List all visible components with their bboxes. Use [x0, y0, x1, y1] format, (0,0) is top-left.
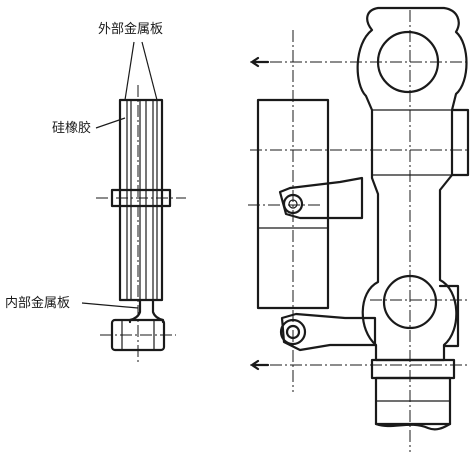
- bottom-clamp-cap: [370, 358, 456, 380]
- label-inner-metal-plate: 内部金属板: [5, 296, 71, 311]
- label-silicone-rubber: 硅橡胶: [52, 121, 92, 136]
- upper-pivot-inner: [288, 199, 298, 209]
- lower-pivot-inner: [285, 324, 301, 340]
- leader-silicone-rubber: [95, 117, 126, 129]
- leader-inner-plate: [81, 302, 139, 309]
- bottom-eye-bore: [382, 274, 438, 330]
- leader-outer-plate-left: [124, 41, 135, 101]
- upper-link-arm: [278, 176, 364, 220]
- inner-plate-tongue: [128, 298, 165, 324]
- top-eye-bore: [376, 30, 440, 94]
- arrow-bottom-left: [250, 359, 270, 371]
- elevation-view: [248, 6, 470, 452]
- right-bracket-upper: [450, 108, 470, 177]
- upper-pivot-outer: [282, 193, 304, 215]
- leader-outer-plate-right: [141, 41, 158, 101]
- laminate-stack: [118, 98, 164, 302]
- label-outer-metal-plate: 外部金属板: [98, 22, 164, 37]
- arrow-top-left: [250, 56, 270, 68]
- inner-metal-core: [145, 99, 154, 301]
- bottom-break-line: [374, 422, 452, 431]
- rubber-layer-left: [130, 99, 141, 301]
- damper-body: [256, 98, 330, 310]
- laminate-cross-section: [81, 41, 186, 365]
- lower-pivot-outer: [279, 318, 307, 346]
- right-bracket-lower: [438, 284, 460, 348]
- main-vertical-link: [356, 6, 468, 362]
